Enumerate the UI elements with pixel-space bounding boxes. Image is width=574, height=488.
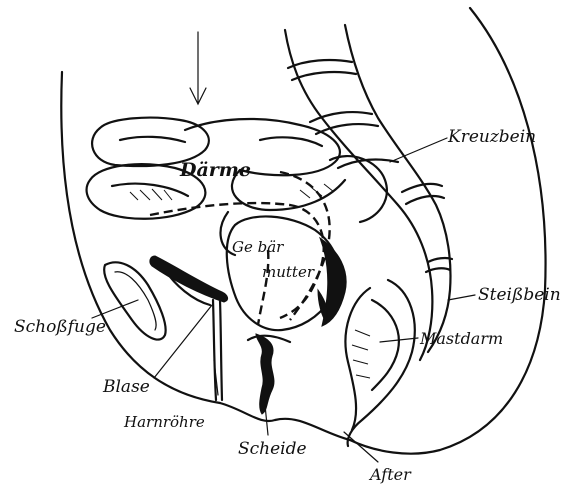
cervix-dark — [318, 290, 327, 322]
vertebrae — [288, 60, 452, 272]
leader-after — [344, 432, 378, 462]
spine-outline-left — [285, 30, 432, 360]
label-mastdarm: Mastdarm — [419, 329, 503, 348]
rectum-fold — [372, 300, 399, 390]
label-steissbein: Steißbein — [478, 285, 561, 305]
rectum-front — [345, 288, 370, 430]
label-schossfuge: Schoßfuge — [14, 317, 106, 337]
label-after: After — [368, 465, 412, 484]
label-gebaermutter-2: mutter — [262, 263, 315, 281]
label-daerme: Därme — [179, 159, 251, 181]
label-gebaermutter-1: Ge bär — [232, 238, 284, 256]
urethra-2 — [220, 300, 222, 400]
label-blase: Blase — [102, 377, 150, 397]
urethra — [213, 300, 216, 400]
spine-outline-right — [345, 25, 450, 352]
perineum-contour — [220, 403, 350, 440]
label-scheide: Scheide — [238, 439, 307, 459]
body-back-contour — [350, 8, 546, 454]
rectum-hatch — [352, 330, 370, 378]
intestines — [87, 118, 387, 255]
label-harnroehre: Harnröhre — [123, 413, 205, 431]
vagina — [256, 334, 274, 414]
label-kreuzbein: Kreuzbein — [447, 127, 536, 147]
uterus-dashed-3 — [258, 250, 268, 325]
body-front-contour — [61, 72, 220, 403]
leader-steissbein — [448, 295, 475, 300]
